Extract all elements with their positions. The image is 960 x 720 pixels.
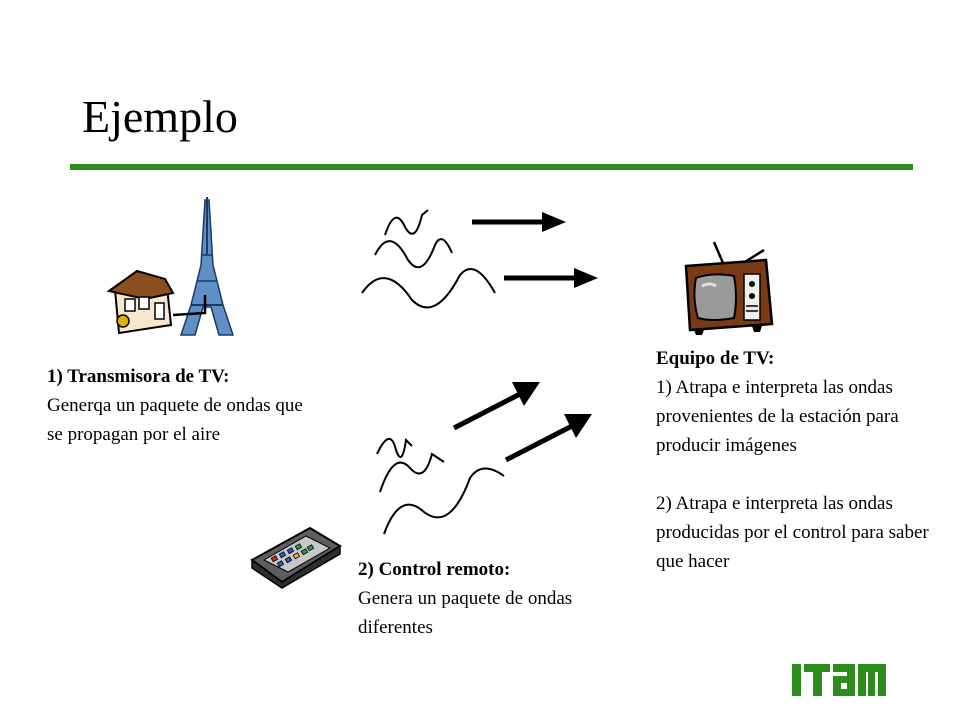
- tv-description: Equipo de TV: 1) Atrapa e interpreta las…: [656, 344, 946, 576]
- transmitter-waves: [361, 209, 496, 309]
- transmitter-heading: 1) Transmisora de TV:: [47, 366, 230, 387]
- remote-waves: [376, 437, 505, 535]
- transmitter-body: Generqa un paquete de ondas que se propa…: [47, 395, 303, 445]
- remote-control-icon: [250, 526, 342, 589]
- itam-logo: [792, 664, 886, 696]
- remote-body: Genera un paquete de ondas diferentes: [358, 588, 573, 638]
- arrow-right-icon: [504, 268, 598, 288]
- tv-point-2: 2) Atrapa e interpreta las ondas produci…: [656, 493, 929, 572]
- arrow-right-icon: [472, 212, 566, 232]
- tv-heading: Equipo de TV:: [656, 348, 775, 369]
- house-with-tower-icon: [106, 197, 235, 336]
- house-icon: [106, 269, 175, 335]
- tv-point-1: 1) Atrapa e interpreta las ondas proveni…: [656, 377, 899, 456]
- remote-heading: 2) Control remoto:: [358, 559, 511, 580]
- tower-icon: [179, 197, 235, 336]
- title-divider: [70, 164, 913, 170]
- arrow-up-right-icon: [504, 414, 592, 463]
- transmitter-description: 1) Transmisora de TV: Generqa un paquete…: [47, 362, 317, 449]
- remote-description: 2) Control remoto: Genera un paquete de …: [358, 555, 588, 642]
- slide-title: Ejemplo: [82, 91, 238, 142]
- television-icon: [684, 241, 774, 335]
- arrow-up-right-icon: [452, 382, 540, 431]
